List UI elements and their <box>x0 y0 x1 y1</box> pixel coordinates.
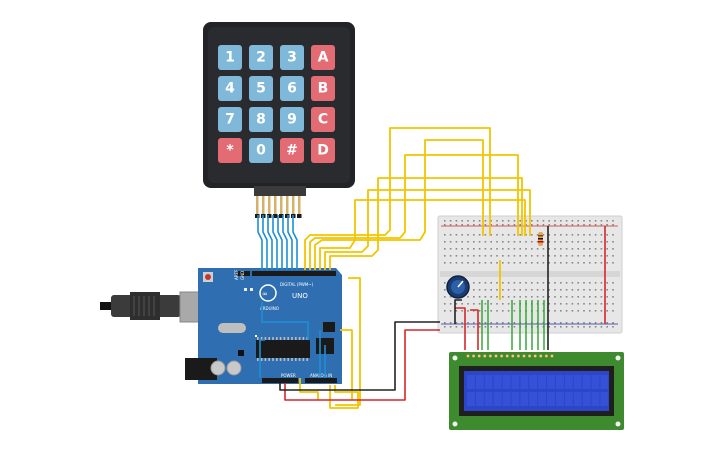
crystal <box>218 323 246 333</box>
lcd-16x2[interactable] <box>449 352 624 430</box>
arduino-logo-icon <box>259 284 277 302</box>
dc-jack-icon <box>185 358 217 380</box>
digital-label: DIGITAL (PWM~) <box>280 282 314 287</box>
keypad-keys: 1 2 3 A 4 5 6 B 7 8 9 C * 0 # D <box>218 45 335 163</box>
keypad-key-2[interactable]: 2 <box>249 45 273 70</box>
lcd-pin <box>522 354 526 358</box>
analog-label: ANALOG IN <box>310 373 332 378</box>
keypad-pin <box>280 196 283 216</box>
lcd-pin <box>477 354 482 358</box>
keypad-key-hash[interactable]: # <box>280 138 304 163</box>
breadboard[interactable] <box>437 215 623 334</box>
capacitor <box>226 360 242 376</box>
lcd-pin <box>538 354 543 358</box>
keypad-key-4[interactable]: 4 <box>218 76 242 101</box>
atmega-chip <box>256 340 310 358</box>
lcd-pin <box>527 354 532 358</box>
keypad-pin <box>286 196 289 216</box>
keypad-key-label: 6 <box>287 81 297 97</box>
keypad-key-label: 7 <box>225 112 235 128</box>
red-wires <box>284 226 606 401</box>
power-header <box>262 378 298 383</box>
keypad-ribbon <box>254 186 306 196</box>
keypad-key-label: 1 <box>225 50 235 66</box>
keypad-key-label: 5 <box>256 81 266 97</box>
arduino-uno-board[interactable]: ∞ ARDUINO UNO DIGITAL (PWM~) POWER ANALO… <box>100 268 342 384</box>
reset-button <box>205 274 211 280</box>
keypad-blue-wires <box>257 215 326 378</box>
keypad-pin <box>298 196 301 216</box>
keypad-key-D[interactable]: D <box>311 138 335 163</box>
lcd-pin <box>499 354 504 358</box>
keypad-key-label: 3 <box>287 50 297 66</box>
digital-header <box>252 271 336 276</box>
keypad-pin <box>268 196 271 216</box>
keypad-4x4[interactable]: 1 2 3 A 4 5 6 B 7 8 9 C * 0 # D <box>203 22 355 218</box>
lcd-pin <box>550 354 554 358</box>
keypad-key-label: * <box>226 143 234 159</box>
keypad-key-label: B <box>318 81 329 97</box>
gnd-label: GND <box>240 271 245 280</box>
keypad-key-B[interactable]: B <box>311 76 335 101</box>
black-wires <box>279 226 549 391</box>
keypad-key-label: D <box>317 143 329 159</box>
keypad-key-label: C <box>318 112 328 128</box>
keypad-key-6[interactable]: 6 <box>280 76 304 101</box>
keypad-key-0[interactable]: 0 <box>249 138 273 163</box>
lcd-pin <box>533 354 538 358</box>
lcd-pins <box>466 354 554 358</box>
lcd-pin <box>516 354 521 358</box>
lcd-pin <box>544 354 549 358</box>
keypad-key-A[interactable]: A <box>311 45 335 70</box>
resistor-icon[interactable] <box>538 232 543 246</box>
analog-header <box>305 378 337 383</box>
green-wires <box>481 300 545 350</box>
wires <box>257 127 606 409</box>
lcd-character-cells <box>467 375 609 406</box>
arduino-model: UNO <box>292 292 308 300</box>
aref-label: AREF <box>234 269 239 280</box>
keypad-key-label: 8 <box>256 112 266 128</box>
keypad-pins <box>255 196 302 218</box>
lcd-pin <box>494 354 498 358</box>
lcd-pin <box>466 354 470 358</box>
svg-text:∞: ∞ <box>262 290 268 298</box>
lcd-pin <box>471 354 476 358</box>
lcd-pin <box>488 354 493 358</box>
keypad-pin <box>274 196 277 216</box>
keypad-key-label: # <box>286 143 298 159</box>
keypad-key-8[interactable]: 8 <box>249 107 273 132</box>
power-label: POWER <box>281 373 296 378</box>
keypad-pin <box>262 196 265 216</box>
lcd-pin <box>505 354 510 358</box>
lcd-pin <box>510 354 515 358</box>
keypad-key-label: 9 <box>287 112 297 128</box>
keypad-key-label: 2 <box>256 50 266 66</box>
keypad-key-label: 4 <box>225 81 235 97</box>
breadboard-holes <box>444 220 614 328</box>
keypad-key-3[interactable]: 3 <box>280 45 304 70</box>
keypad-key-label: 0 <box>256 143 266 159</box>
keypad-key-label: A <box>318 50 329 66</box>
breadboard-divider <box>440 271 620 277</box>
keypad-key-C[interactable]: C <box>311 107 335 132</box>
keypad-key-star[interactable]: * <box>218 138 242 163</box>
capacitor <box>210 360 226 376</box>
lcd-pin <box>482 354 487 358</box>
keypad-key-7[interactable]: 7 <box>218 107 242 132</box>
usb-plug-tip <box>100 302 112 310</box>
arduino-brand: ARDUINO <box>260 306 279 311</box>
keypad-pin <box>292 196 295 216</box>
keypad-key-5[interactable]: 5 <box>249 76 273 101</box>
keypad-key-9[interactable]: 9 <box>280 107 304 132</box>
keypad-key-1[interactable]: 1 <box>218 45 242 70</box>
potentiometer-icon[interactable] <box>446 275 470 299</box>
keypad-pin <box>256 196 259 216</box>
